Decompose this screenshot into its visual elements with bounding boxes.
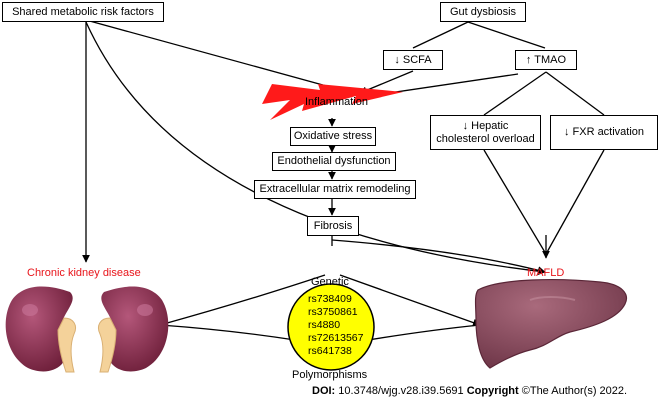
shared-risk-factors-box: Shared metabolic risk factors (2, 2, 164, 22)
snp-item: rs4880 (308, 319, 341, 331)
snp-item: rs72613567 (308, 332, 364, 344)
mafld-label: MAFLD (527, 267, 565, 279)
tmao-box: ↑ TMAO (515, 50, 577, 70)
ckd-label: Chronic kidney disease (27, 267, 141, 279)
oxidative-stress-box: Oxidative stress (290, 127, 376, 146)
hepatic-line-1: ↓ Hepatic (462, 119, 509, 132)
citation-footer: DOI: 10.3748/wjg.v28.i39.5691 Copyright … (312, 385, 627, 397)
lightning-burst-icon (262, 84, 403, 120)
doi-label: DOI: (312, 385, 336, 397)
endothelial-dysfunction-box: Endothelial dysfunction (272, 152, 396, 171)
scfa-box: ↓ SCFA (383, 50, 443, 70)
inflammation-burst (262, 84, 403, 120)
snp-item: rs641738 (308, 345, 352, 357)
doi-value: 10.3748/wjg.v28.i39.5691 (335, 385, 467, 397)
genetic-circle (287, 283, 375, 371)
ecm-remodeling-box: Extracellular matrix remodeling (254, 180, 416, 199)
liver-illustration (474, 279, 627, 369)
fibrosis-box: Fibrosis (307, 216, 359, 236)
gut-dysbiosis-box: Gut dysbiosis (440, 2, 526, 22)
copyright-label: Copyright (466, 385, 519, 397)
connector-lines (82, 19, 605, 341)
snp-item: rs738409 (308, 293, 352, 305)
hepatic-cholesterol-box: ↓ Hepatic cholesterol overload (430, 115, 541, 150)
fxr-activation-box: ↓ FXR activation (550, 115, 658, 150)
polymorphisms-label: Polymorphisms (292, 369, 368, 381)
hepatic-line-2: cholesterol overload (436, 132, 535, 145)
snp-item: rs3750861 (308, 306, 358, 318)
inflammation-label: Inflammation (305, 96, 368, 108)
genetic-title: Genetic (311, 276, 349, 288)
copyright-value: ©The Author(s) 2022. (518, 385, 628, 397)
kidney-pair-illustration (5, 286, 169, 373)
